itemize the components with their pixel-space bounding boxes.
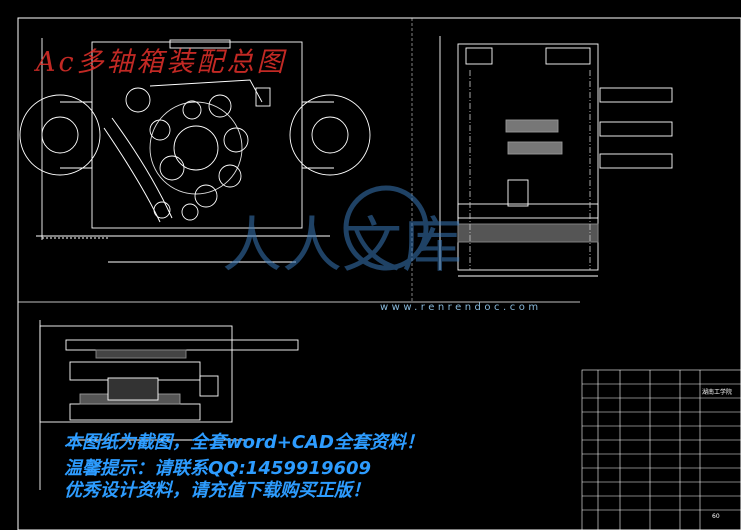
drawing-frame — [17, 17, 741, 530]
front-view — [19, 38, 371, 263]
promo-line-3: 优秀设计资料，请充值下载购买正版！ — [64, 480, 370, 501]
title-block-name: 湖南工学院 — [702, 388, 732, 396]
promo-line-1: 本图纸为截图，全套word+CAD全套资料！ — [64, 432, 424, 453]
watermark-site: www.renrendoc.com — [380, 302, 542, 313]
promo-line-2: 温馨提示：请联系QQ:1459919609 — [64, 458, 372, 479]
watermark-logo-text: 人人文库 — [222, 211, 462, 281]
section-view — [39, 320, 299, 490]
watermark-logo: 人人文库 — [222, 185, 462, 281]
side-view — [439, 36, 673, 277]
drawing-title: Ac多轴箱装配总图 — [36, 47, 287, 78]
title-block — [581, 369, 741, 530]
scale-text: 60 — [712, 513, 720, 520]
